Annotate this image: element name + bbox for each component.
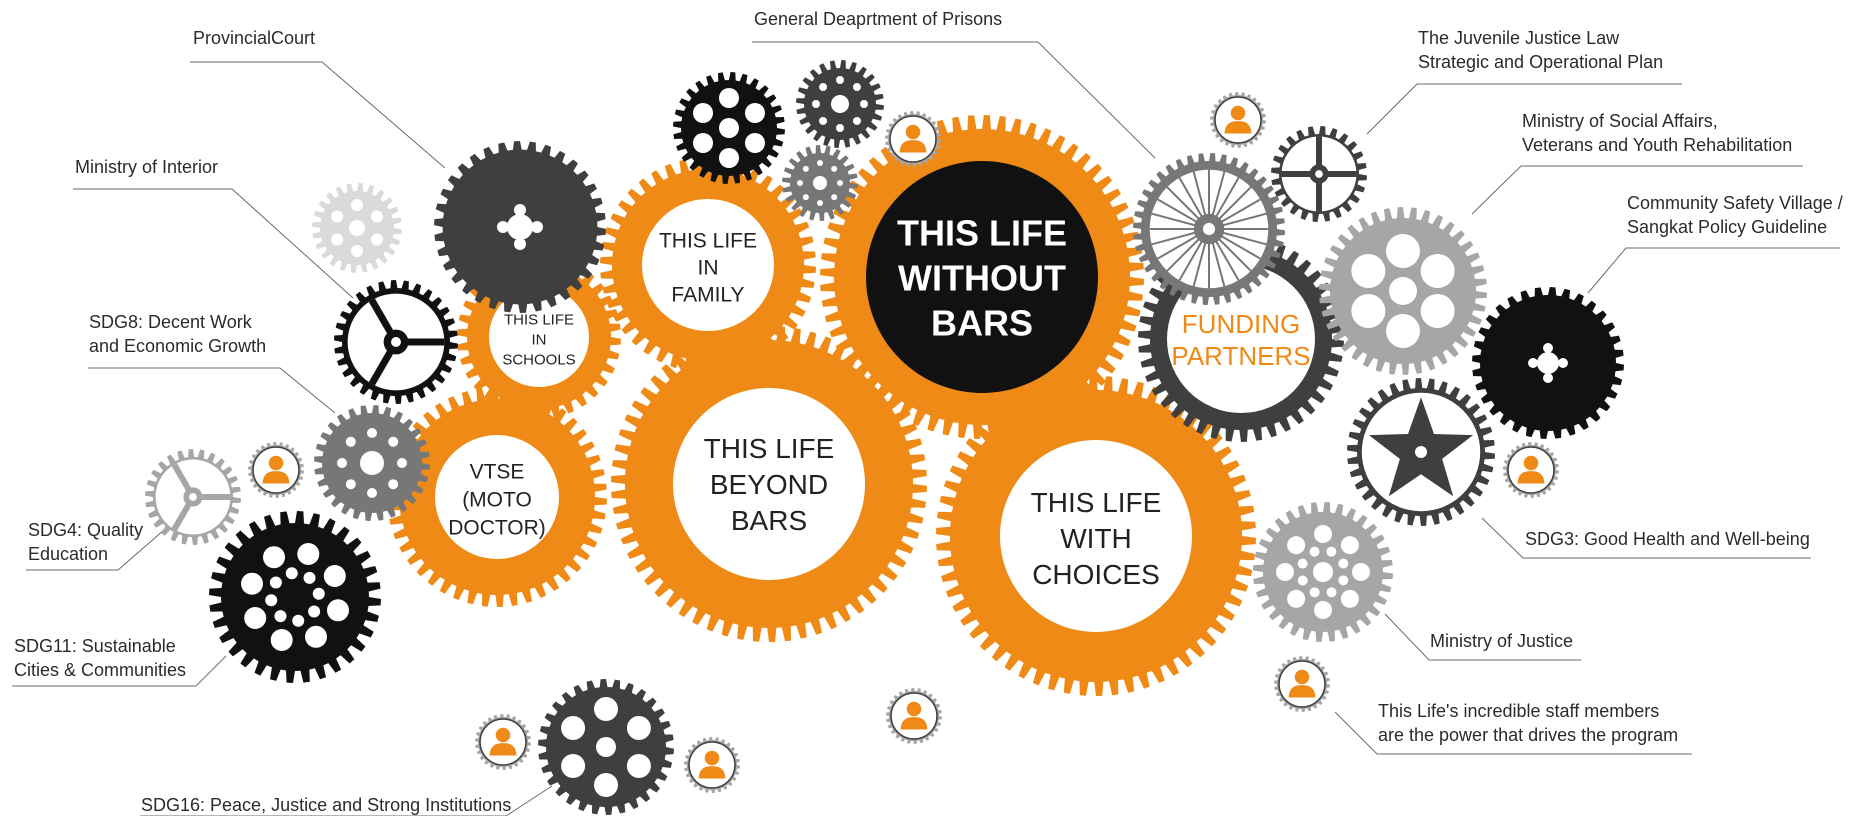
label-social-affairs-line: Ministry of Social Affairs,	[1522, 111, 1718, 131]
label-staff: This Life's incredible staff members are …	[1378, 701, 1678, 745]
label-provincial-court: ProvincialCourt	[193, 28, 315, 48]
gear-black-top	[673, 72, 785, 184]
label-sdg8-line: SDG8: Decent Work	[89, 312, 253, 332]
label-sdg3-line: SDG3: Good Health and Well-being	[1525, 529, 1810, 549]
gear-vtse-text-line: VTSE	[470, 460, 525, 483]
gear-black-web	[209, 511, 381, 683]
gear-lightgray-wheel	[1319, 207, 1487, 375]
label-prisons: General Deaprtment of Prisons	[754, 9, 1002, 29]
gear-vtse-text-line: (MOTO	[462, 488, 532, 511]
gear-pale-top	[312, 183, 402, 273]
label-interior-line: Ministry of Interior	[75, 157, 218, 177]
gear-without-bars-text-line: BARS	[931, 303, 1033, 344]
gear-black-spoke-left	[334, 280, 458, 404]
gear-funding-partners-text-line: PARTNERS	[1171, 341, 1310, 371]
gear-gray-spoked-right	[1133, 153, 1285, 305]
label-sdg11-line: SDG11: Sustainable	[14, 636, 176, 656]
gear-beyond-bars-text: THIS LIFE BEYOND BARS	[704, 433, 835, 536]
gear-in-schools-text-line: IN	[532, 331, 547, 348]
gear-dark-top-left	[434, 141, 606, 313]
label-sdg11-line: Cities & Communities	[14, 660, 186, 680]
gear-in-schools-text-line: THIS LIFE	[504, 311, 574, 328]
label-sdg16: SDG16: Peace, Justice and Strong Institu…	[141, 795, 511, 815]
gear-funding-partners-text-line: FUNDING	[1182, 309, 1300, 339]
label-social-affairs-line: Veterans and Youth Rehabilitation	[1522, 135, 1792, 155]
gear-in-family-text-line: THIS LIFE	[659, 229, 757, 252]
label-staff-line: This Life's incredible staff members	[1378, 701, 1659, 721]
label-staff-line: are the power that drives the program	[1378, 725, 1678, 745]
gear-in-family-text: THIS LIFE IN FAMILY	[659, 229, 757, 306]
leader-lines	[12, 41, 1840, 816]
label-sdg4-line: Education	[28, 544, 108, 564]
label-justice: Ministry of Justice	[1430, 631, 1573, 651]
person-icon	[248, 442, 304, 498]
labels: ProvincialCourt General Deaprtment of Pri…	[14, 9, 1843, 815]
person-icon	[1503, 442, 1559, 498]
gear-in-family	[600, 157, 816, 373]
gear-without-bars	[820, 115, 1144, 439]
gear-gray-web	[1253, 502, 1393, 642]
label-prisons-line: General Deaprtment of Prisons	[754, 9, 1002, 29]
gear-with-choices-text-line: CHOICES	[1032, 559, 1160, 590]
person-icon	[475, 714, 531, 770]
label-sdg8-line: and Economic Growth	[89, 336, 266, 356]
label-provincial-court-line: ProvincialCourt	[193, 28, 315, 48]
gear-with-choices-text-line: WITH	[1060, 523, 1132, 554]
label-justice-line: Ministry of Justice	[1430, 631, 1573, 651]
gear-dark-spoke-top-right	[1271, 126, 1367, 222]
staff-person-icons	[248, 92, 1559, 793]
gear-vtse-text: VTSE (MOTO DOCTOR)	[448, 460, 546, 539]
gear-beyond-bars-text-line: BARS	[731, 505, 807, 536]
label-sdg8: SDG8: Decent Work and Economic Growth	[89, 312, 266, 356]
gear-without-bars-text-line: THIS LIFE	[897, 213, 1067, 254]
gear-in-family-text-line: IN	[698, 256, 719, 279]
gear-vtse-text-line: DOCTOR)	[448, 516, 546, 539]
label-sdg3: SDG3: Good Health and Well-being	[1525, 529, 1810, 549]
person-icon	[1210, 92, 1266, 148]
label-juvenile-line: The Juvenile Justice Law	[1418, 28, 1620, 48]
gear-gray-left	[314, 405, 430, 521]
person-icon	[885, 111, 941, 167]
person-icon	[886, 688, 942, 744]
gear-beyond-bars	[611, 326, 927, 642]
person-icon	[684, 737, 740, 793]
label-community: Community Safety Village / Sangkat Policy…	[1627, 193, 1843, 237]
gear-beyond-bars-text-line: THIS LIFE	[704, 433, 835, 464]
gear-dark-star	[1347, 378, 1495, 526]
label-sdg4-line: SDG4: Quality	[28, 520, 143, 540]
label-sdg16-line: SDG16: Peace, Justice and Strong Institu…	[141, 795, 511, 815]
gear-dark-top-small	[796, 60, 884, 148]
label-community-line: Community Safety Village /	[1627, 193, 1843, 213]
gear-lightgray-spoke	[145, 449, 241, 545]
label-social-affairs: Ministry of Social Affairs, Veterans and …	[1522, 111, 1792, 155]
gear-gray-top-small	[782, 145, 858, 221]
gear-without-bars-text-line: WITHOUT	[898, 258, 1066, 299]
gear-in-schools-text-line: SCHOOLS	[502, 351, 575, 368]
label-juvenile-line: Strategic and Operational Plan	[1418, 52, 1663, 72]
gear-vtse	[387, 387, 607, 607]
gear-with-choices-text: THIS LIFE WITH CHOICES	[1031, 487, 1162, 590]
gear-beyond-bars-text-line: BEYOND	[710, 469, 828, 500]
label-interior: Ministry of Interior	[75, 157, 218, 177]
gear-in-family-text-line: FAMILY	[671, 283, 744, 306]
label-community-line: Sangkat Policy Guideline	[1627, 217, 1827, 237]
gear-with-choices-text-line: THIS LIFE	[1031, 487, 1162, 518]
gear-dark-bottom	[538, 679, 674, 815]
gear-with-choices	[936, 376, 1256, 696]
gear-black-right	[1472, 287, 1624, 439]
gear-in-schools-text: THIS LIFE IN SCHOOLS	[502, 311, 575, 368]
person-icon	[1274, 656, 1330, 712]
